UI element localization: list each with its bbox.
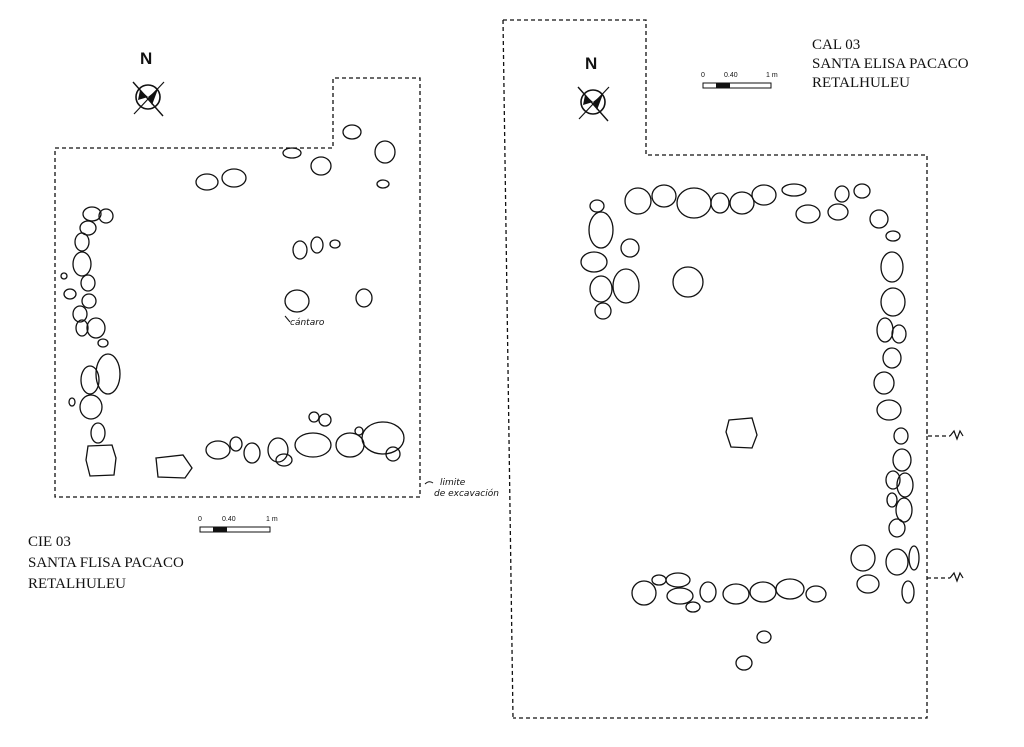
right-title-line-1: CAL 03 — [812, 37, 861, 53]
right-boundary-extensions — [926, 429, 964, 583]
left-excavation-boundary — [54, 77, 421, 498]
right-title-line-3: RETALHULEU — [812, 75, 910, 91]
cantaro-annotation: cántaro — [290, 318, 325, 328]
left-title-line-2: SANTA FLISA PACACO — [28, 555, 184, 571]
right-plan — [502, 19, 964, 719]
left-stones — [60, 124, 405, 479]
left-title-line-3: RETALHULEU — [28, 576, 126, 592]
right-north-label: N — [585, 54, 598, 73]
right-scale-label-1m: 1 m — [766, 72, 778, 79]
left-scale-label-1m: 1 m — [266, 516, 278, 523]
left-north-label: N — [140, 49, 153, 68]
left-plan-title: CIE 03 SANTA FLISA PACACO RETALHULEU — [28, 532, 184, 595]
left-scale-label-040: 0.40 — [222, 516, 236, 523]
excavation-limit-line-2: de excavación — [434, 489, 499, 499]
right-plan-title: CAL 03 SANTA ELISA PACACO RETALHULEU — [812, 36, 969, 93]
right-north-arrow-icon — [577, 86, 610, 122]
left-north-arrow-icon — [132, 81, 165, 117]
right-excavation-boundary — [503, 19, 928, 719]
right-scale-label-040: 0.40 — [724, 72, 738, 79]
left-plan — [54, 77, 434, 533]
right-scale-label-0: 0 — [701, 72, 705, 79]
left-scale-bar — [199, 526, 271, 533]
excavation-limit-annotation: limite de excavación — [434, 478, 499, 500]
right-stones — [580, 183, 920, 671]
left-scale-label-0: 0 — [198, 516, 202, 523]
left-title-line-1: CIE 03 — [28, 534, 71, 550]
excavation-limit-line-1: limite — [440, 478, 466, 488]
right-scale-bar — [702, 82, 772, 89]
right-title-line-2: SANTA ELISA PACACO — [812, 56, 969, 72]
